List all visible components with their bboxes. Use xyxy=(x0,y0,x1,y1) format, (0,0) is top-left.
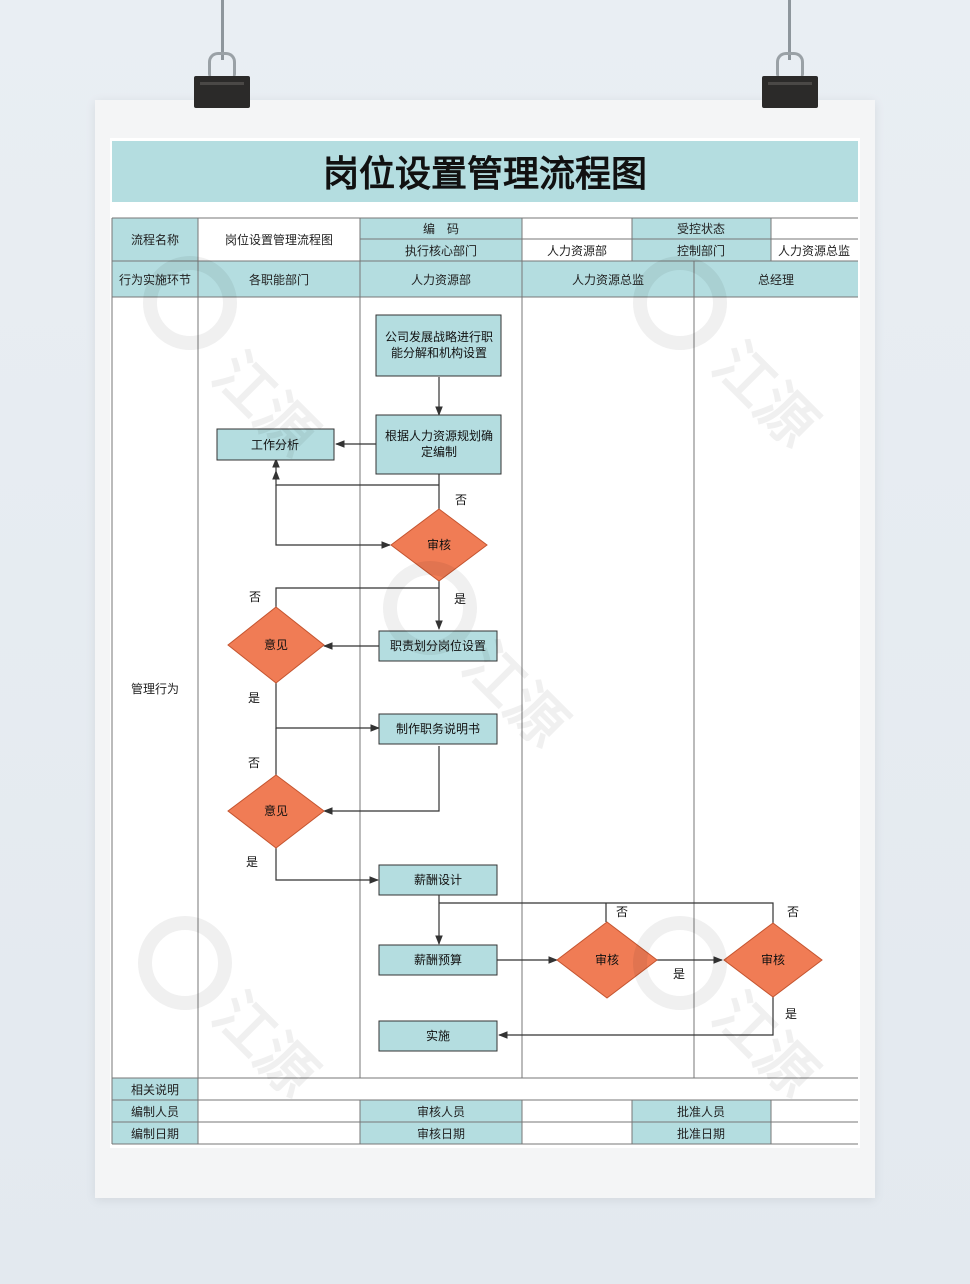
node-job-analysis xyxy=(216,428,335,461)
notes-label: 相关说明 xyxy=(131,1082,179,1097)
exec-dept-label: 执行核心部门 xyxy=(405,243,477,258)
header-cell-fill xyxy=(112,218,198,261)
node-strategy-line1: 公司发展战略进行职 xyxy=(385,329,493,344)
node-staffing-line2: 定编制 xyxy=(421,444,457,459)
code-label: 编 码 xyxy=(423,221,459,236)
edge-label-yes: 是 xyxy=(673,967,685,981)
node-staffing-line1: 根据人力资源规划确 xyxy=(385,428,493,443)
editor-label: 编制人员 xyxy=(131,1104,179,1119)
edge-label-no: 否 xyxy=(455,493,467,507)
node-salary-budget xyxy=(378,944,498,976)
node-duty-division xyxy=(378,630,498,662)
node-job-description xyxy=(378,713,498,745)
edge-label-no: 否 xyxy=(249,590,261,604)
watermark-text: 江源 xyxy=(700,330,830,460)
approver-label: 批准人员 xyxy=(677,1104,725,1119)
lane-hr-dept: 人力资源部 xyxy=(411,272,471,287)
node-job-analysis-label: 工作分析 xyxy=(251,438,299,452)
edge-label-no: 否 xyxy=(616,905,628,919)
decision-review-2-label: 审核 xyxy=(595,952,619,967)
decision-review-1-label: 审核 xyxy=(427,537,451,552)
decision-review-2 xyxy=(556,921,658,999)
title-banner xyxy=(112,141,858,202)
lane-functional-depts: 各职能部门 xyxy=(249,272,309,287)
decision-review-3-label: 审核 xyxy=(761,952,785,967)
control-dept-label: 控制部门 xyxy=(677,243,725,258)
decision-opinion-2 xyxy=(227,774,325,849)
footer-label-fill xyxy=(112,1078,198,1144)
lane-hr-director: 人力资源总监 xyxy=(572,273,644,287)
flowchart-sheet: 岗位设置管理流程图 流程名称 岗位设置管理流程图 编 码 受控状态 xyxy=(110,138,860,1148)
edge-label-yes: 是 xyxy=(785,1007,797,1021)
approve-date-label: 批准日期 xyxy=(677,1126,725,1141)
page-title: 岗位设置管理流程图 xyxy=(323,154,647,195)
node-implement xyxy=(378,1020,498,1052)
control-dept-value: 人力资源总监 xyxy=(778,244,850,258)
lane-row-label: 行为实施环节 xyxy=(119,272,191,287)
lane-general-manager: 总经理 xyxy=(758,273,794,287)
binder-clip-right xyxy=(762,52,818,108)
flow-name-label: 流程名称 xyxy=(131,232,179,247)
node-salary-design xyxy=(378,864,498,896)
node-staffing-plan xyxy=(375,414,502,475)
decision-review-3 xyxy=(723,922,823,998)
node-salary-design-label: 薪酬设计 xyxy=(414,873,462,887)
node-duty-division-label: 职责划分岗位设置 xyxy=(390,638,486,653)
decision-review-1 xyxy=(390,508,488,582)
edge-label-no: 否 xyxy=(248,756,260,770)
edit-date-label: 编制日期 xyxy=(131,1126,179,1141)
side-label-management: 管理行为 xyxy=(131,681,179,696)
edge-label-yes: 是 xyxy=(454,592,466,606)
decision-opinion-1 xyxy=(227,606,325,684)
node-strategy-line2: 能分解和机构设置 xyxy=(391,345,487,360)
node-job-description-label: 制作职务说明书 xyxy=(396,721,480,736)
binder-clip-left xyxy=(194,52,250,108)
edge-label-yes: 是 xyxy=(246,855,258,869)
node-salary-budget-label: 薪酬预算 xyxy=(414,952,462,967)
review-date-label: 审核日期 xyxy=(417,1126,465,1141)
exec-dept-value: 人力资源部 xyxy=(547,243,607,258)
watermark-text: 江源 xyxy=(200,980,330,1110)
node-implement-label: 实施 xyxy=(426,1028,450,1043)
table-grid xyxy=(111,217,858,1145)
hanging-wire-left xyxy=(221,0,224,60)
edge-label-no: 否 xyxy=(787,905,799,919)
connectors xyxy=(272,377,774,1039)
flowchart-svg: 岗位设置管理流程图 流程名称 岗位设置管理流程图 编 码 受控状态 xyxy=(111,141,858,1145)
decision-opinion-1-label: 意见 xyxy=(264,637,288,652)
hanging-wire-right xyxy=(788,0,791,60)
decision-opinion-2-label: 意见 xyxy=(264,803,288,818)
lane-header-fill xyxy=(112,261,858,297)
controlled-status-label: 受控状态 xyxy=(677,222,725,236)
flow-name-value: 岗位设置管理流程图 xyxy=(225,232,333,247)
reviewer-label: 审核人员 xyxy=(417,1104,465,1119)
edge-label-yes: 是 xyxy=(248,691,260,705)
watermark-text: 江源 xyxy=(700,980,830,1110)
watermark-group: 江源 江源 江源 江源 江源 xyxy=(138,256,830,1110)
node-strategy-decomposition xyxy=(375,314,502,377)
